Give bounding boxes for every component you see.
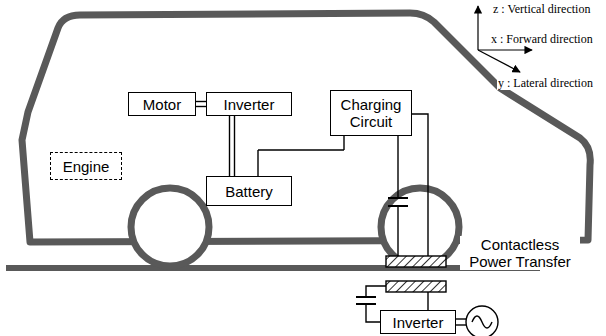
- axis-label: z : Vertical direction: [492, 2, 591, 16]
- rear-wheel: [131, 188, 209, 266]
- box-text: Motor: [143, 96, 181, 113]
- wire-segment: [343, 136, 344, 150]
- primary-wiring: [456, 324, 466, 325]
- secondary-coil: [386, 256, 446, 267]
- ac-source-symbol: [466, 306, 498, 336]
- primary-wiring: [356, 303, 376, 305]
- wire-segment: [234, 116, 235, 176]
- primary-coil: [386, 281, 446, 292]
- box-text: Engine: [63, 158, 110, 175]
- primary-wiring: [427, 292, 428, 310]
- car-body: [22, 13, 590, 242]
- primary-wiring: [366, 286, 386, 297]
- wire-segment: [229, 116, 230, 176]
- secondary-wiring: [388, 197, 408, 199]
- box-text: Battery: [225, 183, 273, 200]
- connector: [230, 116, 235, 176]
- ground-inverter-box: Inverter: [380, 310, 456, 334]
- ac-source-symbol: [472, 316, 492, 328]
- primary-wiring: [366, 304, 380, 322]
- box-text: Charging Circuit: [336, 96, 406, 130]
- primary-wiring: [456, 318, 466, 319]
- charging-circuit-box: Charging Circuit: [330, 90, 412, 136]
- motor-box: Motor: [128, 92, 196, 116]
- axis-arrows: [478, 50, 520, 72]
- secondary-wiring: [388, 205, 408, 207]
- axis-arrows: [478, 49, 532, 50]
- wire-segment: [196, 101, 206, 102]
- axis-label: y : Lateral direction: [497, 76, 594, 90]
- connector: [196, 102, 206, 107]
- axis-label: x : Forward direction: [490, 32, 594, 46]
- front-wheel: [381, 188, 459, 266]
- box-text: Inverter: [224, 96, 275, 113]
- ac-source-symbol: [466, 306, 498, 336]
- secondary-wiring: [412, 114, 428, 256]
- primary-wiring: [356, 296, 376, 298]
- secondary-wiring: [397, 206, 398, 256]
- inverter-box: Inverter: [206, 92, 292, 116]
- wire-segment: [258, 149, 344, 150]
- wire-segment: [196, 106, 206, 107]
- secondary-wiring: [397, 136, 398, 198]
- box-text: Inverter: [393, 314, 444, 331]
- axis-arrows: [477, 6, 478, 50]
- battery-box: Battery: [206, 176, 292, 206]
- connector: [258, 136, 344, 176]
- part-label: Contactless Power Transfer: [460, 236, 580, 270]
- engine-box: Engine: [50, 152, 122, 180]
- wire-segment: [257, 150, 258, 176]
